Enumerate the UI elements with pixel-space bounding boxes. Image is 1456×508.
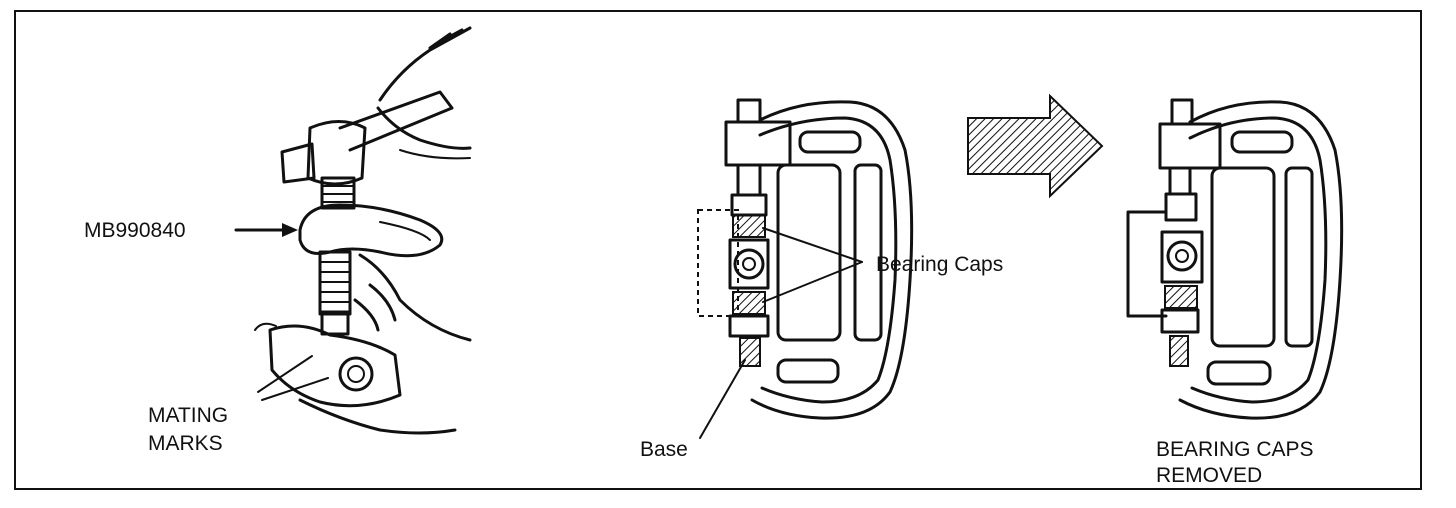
differential-case-drawing: [697, 98, 914, 439]
right-arrow-icon: [967, 93, 1104, 199]
removed-label-line2: REMOVED: [1156, 464, 1263, 487]
removed-label-line1: BEARING CAPS: [1156, 438, 1314, 461]
diagram-frame: [14, 10, 1422, 490]
mating-marks-label-line2: MARKS: [148, 432, 223, 455]
removed-caps-drawing: [1126, 98, 1344, 420]
puller-tool-drawing: [234, 26, 472, 435]
base-label: Base: [640, 438, 688, 461]
bearing-caps-label: Bearing Caps: [876, 253, 1004, 276]
tool-code-label: MB990840: [84, 219, 186, 242]
mating-marks-label-line1: MATING: [148, 404, 229, 427]
